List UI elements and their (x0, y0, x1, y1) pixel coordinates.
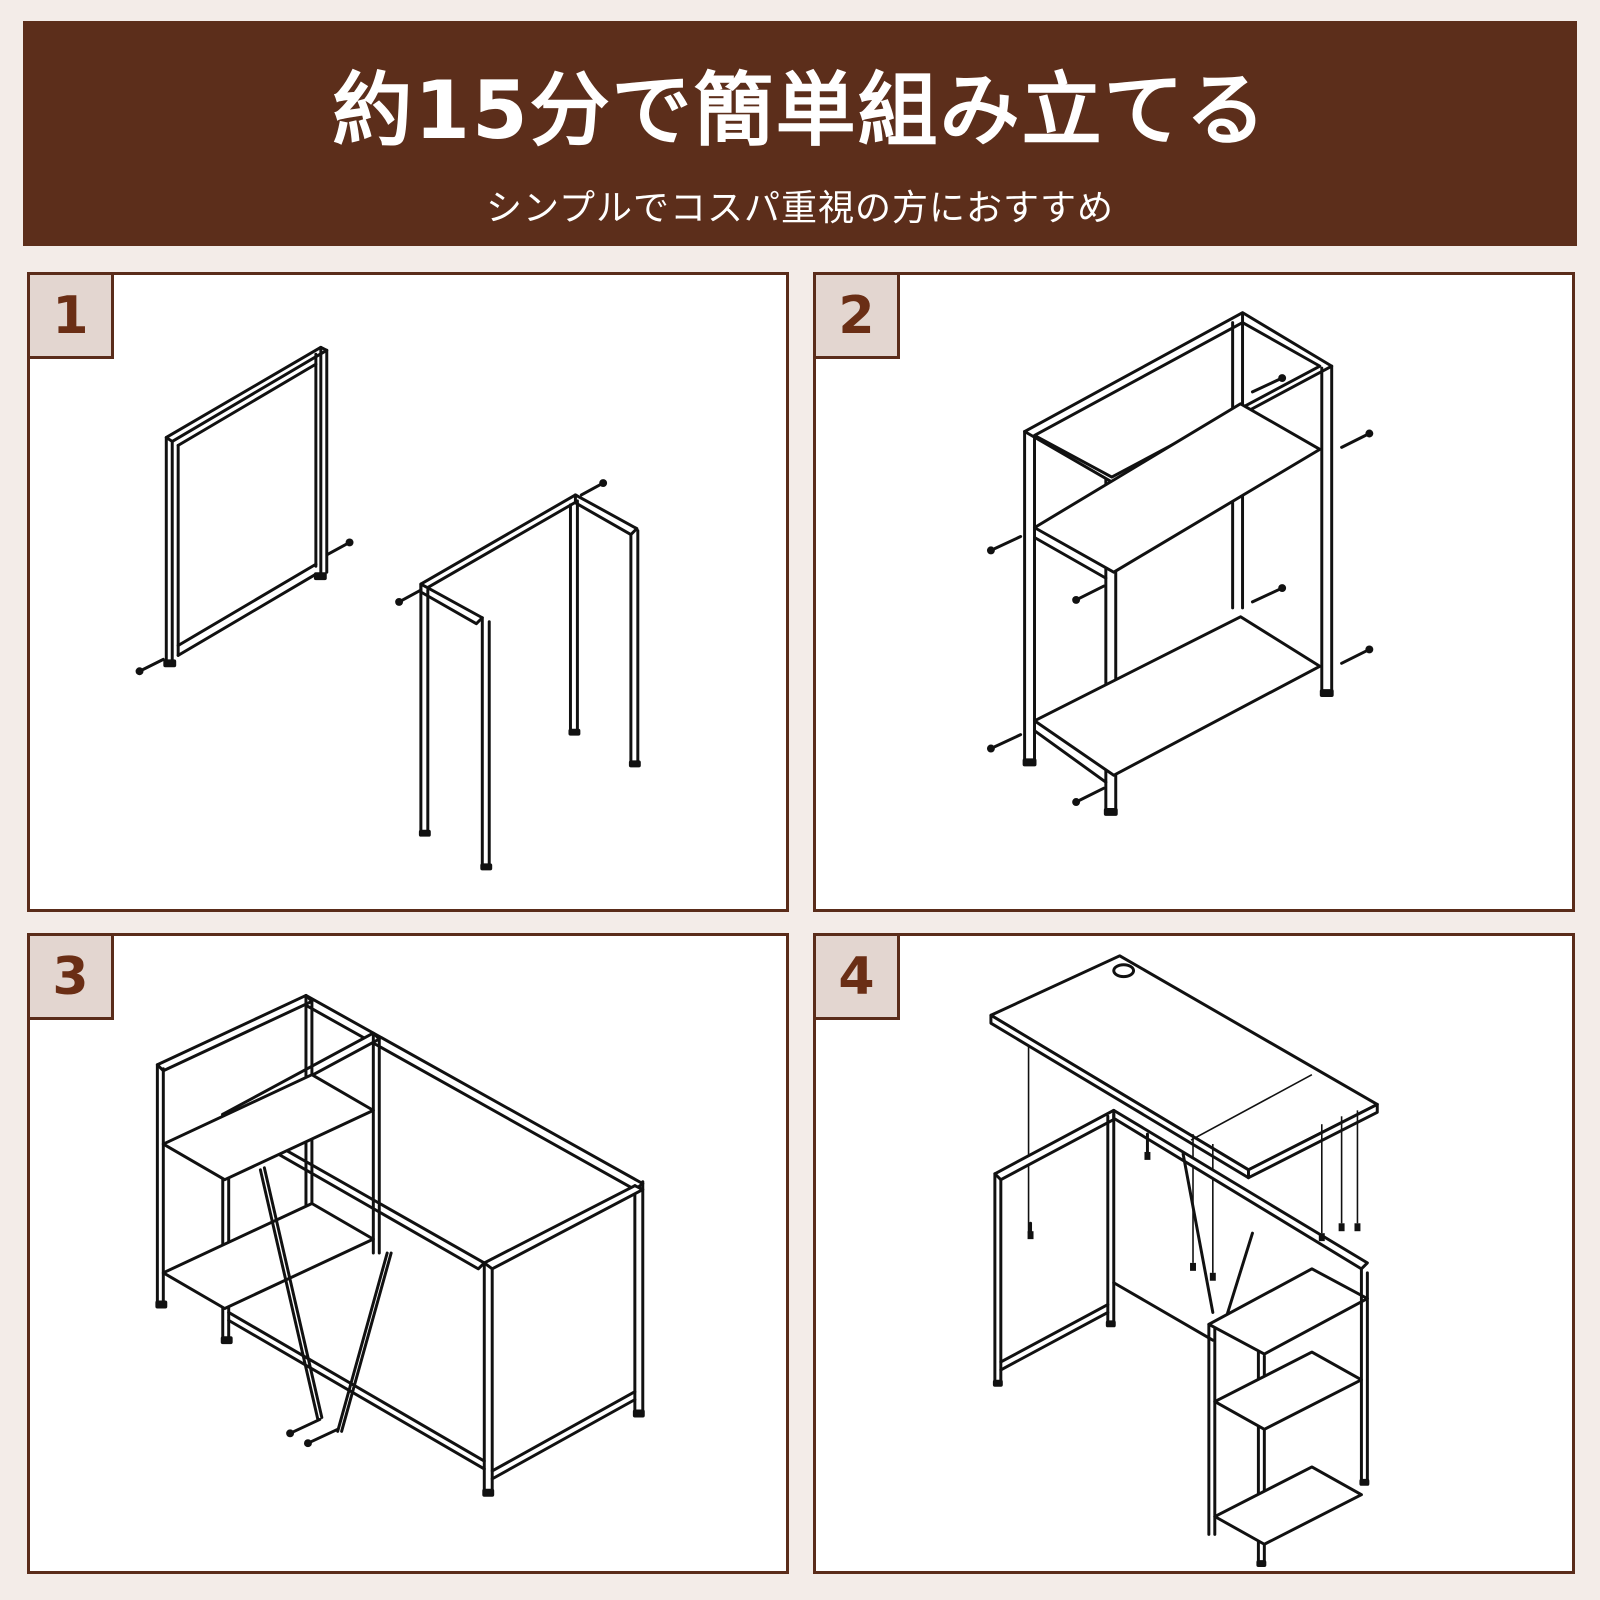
shelf-unit-icon (986, 311, 1374, 816)
step-number-badge: 3 (27, 933, 114, 1020)
step-number-badge: 2 (813, 272, 900, 359)
banner-title: 約15分で簡単組み立てる (332, 64, 1268, 157)
step-panel-4: 4 (813, 933, 1575, 1574)
frame-assembly-icon (135, 345, 641, 871)
desktop-attach-icon (989, 954, 1379, 1568)
step-2-illustration (816, 275, 1572, 909)
header-banner: 約15分で簡単組み立てる シンプルでコスパ重視の方におすすめ (23, 21, 1577, 246)
step-4-illustration (816, 936, 1572, 1571)
step-panel-2: 2 (813, 272, 1575, 912)
step-number-badge: 1 (27, 272, 114, 359)
banner-subtitle: シンプルでコスパ重視の方におすすめ (486, 188, 1114, 229)
step-3-illustration (30, 936, 786, 1571)
step-1-illustration (30, 275, 786, 909)
step-panel-1: 1 (27, 272, 789, 912)
desk-frame-icon (155, 993, 645, 1497)
step-number-badge: 4 (813, 933, 900, 1020)
step-panel-3: 3 (27, 933, 789, 1574)
